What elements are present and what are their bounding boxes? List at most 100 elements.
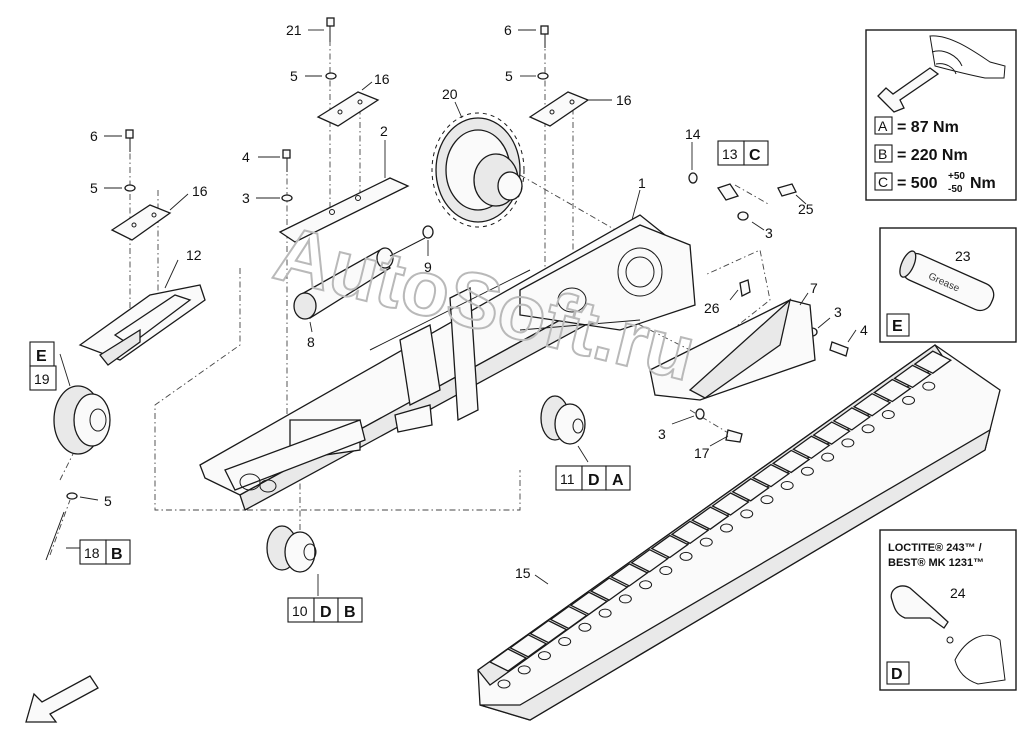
track-shoe [508, 634, 548, 658]
callout-2: 2 [380, 123, 388, 139]
callout-1: 1 [638, 175, 646, 191]
svg-text:13: 13 [722, 146, 738, 162]
bottom-roller [266, 525, 317, 573]
ref-box-11-d-a: 11 D A [555, 465, 631, 491]
callout-25: 25 [798, 201, 814, 217]
ref-box-13-c: 13 C [717, 140, 769, 166]
ref-box-10-d-b: 10 D B [287, 597, 363, 623]
track-shoe [832, 407, 872, 431]
track-shoe [569, 591, 609, 616]
callout-12: 12 [186, 247, 202, 263]
track-lug [517, 665, 531, 675]
grease-panel: Grease 23 E [879, 227, 1017, 343]
loctite-number: 24 [950, 585, 966, 601]
svg-text:11: 11 [560, 471, 575, 487]
callout-4: 4 [860, 322, 868, 338]
idler-bracket [78, 284, 206, 366]
track-shoe [711, 492, 750, 516]
svg-text:E: E [36, 348, 47, 365]
track-frame [199, 214, 696, 511]
callout-16: 16 [616, 92, 632, 108]
track-lug [800, 466, 814, 476]
svg-text:D: D [588, 472, 600, 489]
adhesive-bottle-icon [890, 585, 1006, 685]
callout-labels: 21 5 16 6 5 16 20 2 4 3 6 5 16 14 1 25 3… [90, 22, 868, 581]
callout-14: 14 [685, 126, 701, 142]
callout-21: 21 [286, 22, 302, 38]
track-lug [821, 452, 835, 462]
track-lug [881, 410, 895, 420]
wrench-hand-icon [877, 35, 1006, 113]
callout-20: 20 [442, 86, 458, 102]
callout-3: 3 [765, 225, 773, 241]
torque-letter-c: C [878, 174, 888, 190]
callout-5: 5 [505, 68, 513, 84]
tension-cylinder [293, 237, 426, 320]
grease-letter: E [892, 318, 903, 335]
grease-number: 23 [955, 248, 971, 264]
wear-pads [110, 91, 590, 241]
track-shoes [488, 350, 953, 689]
leader-lines [59, 29, 857, 596]
track-lug [780, 480, 794, 490]
torque-tol-plus: +50 [948, 171, 965, 182]
track-shoe [873, 378, 912, 403]
track-lug [760, 495, 774, 505]
track-lug [740, 509, 754, 519]
callout-9: 9 [424, 259, 432, 275]
track-shoe [792, 435, 831, 460]
callout-8: 8 [307, 334, 315, 350]
ref-box-18-b: 18 B [79, 539, 131, 565]
callout-15: 15 [515, 565, 531, 581]
torque-tol-minus: -50 [948, 184, 963, 195]
track-lug [861, 424, 875, 434]
svg-text:10: 10 [292, 603, 308, 619]
callout-5: 5 [290, 68, 298, 84]
cover-plate [278, 177, 410, 243]
chain-guard [649, 298, 816, 401]
track-shoe [529, 619, 568, 644]
track-lug [720, 523, 733, 533]
callout-16: 16 [192, 183, 208, 199]
grease-tube-icon: Grease [899, 250, 995, 312]
track-lug [537, 651, 551, 661]
top-roller [540, 395, 586, 445]
torque-letter-a: A [878, 118, 888, 134]
track-shoe [751, 463, 791, 488]
track-shoe [610, 563, 649, 587]
track-shoe [771, 449, 811, 474]
torque-value-b: = 220 Nm [897, 147, 968, 164]
ref-box-19: 19 [29, 365, 57, 391]
torque-value-c: = 500 [897, 175, 938, 192]
callout-4: 4 [242, 149, 250, 165]
track-shoe [589, 577, 629, 601]
assembly-lines [49, 40, 771, 556]
loctite-letter: D [891, 666, 903, 683]
track-shoe [488, 648, 528, 672]
front-arrow-icon [25, 675, 99, 723]
track-shoe [852, 392, 892, 417]
track-lug [639, 580, 653, 590]
callout-5: 5 [90, 180, 98, 196]
svg-text:19: 19 [34, 371, 50, 387]
track-lug [699, 537, 713, 547]
track-shoe [650, 534, 690, 559]
callout-6: 6 [504, 22, 512, 38]
svg-text:B: B [111, 546, 123, 563]
callout-26: 26 [704, 300, 720, 316]
svg-text:D: D [320, 604, 332, 621]
callout-3: 3 [834, 304, 842, 320]
torque-letter-b: B [878, 146, 887, 162]
svg-text:C: C [749, 147, 761, 164]
callout-6: 6 [90, 128, 98, 144]
callout-3: 3 [658, 426, 666, 442]
track-lug [618, 594, 632, 604]
track-shoe [691, 506, 730, 530]
callout-7: 7 [810, 280, 818, 296]
track-lug [578, 622, 592, 632]
svg-text:18: 18 [84, 545, 100, 561]
idler-wheel [53, 385, 111, 455]
callout-3: 3 [242, 190, 250, 206]
track-lug [497, 679, 511, 689]
